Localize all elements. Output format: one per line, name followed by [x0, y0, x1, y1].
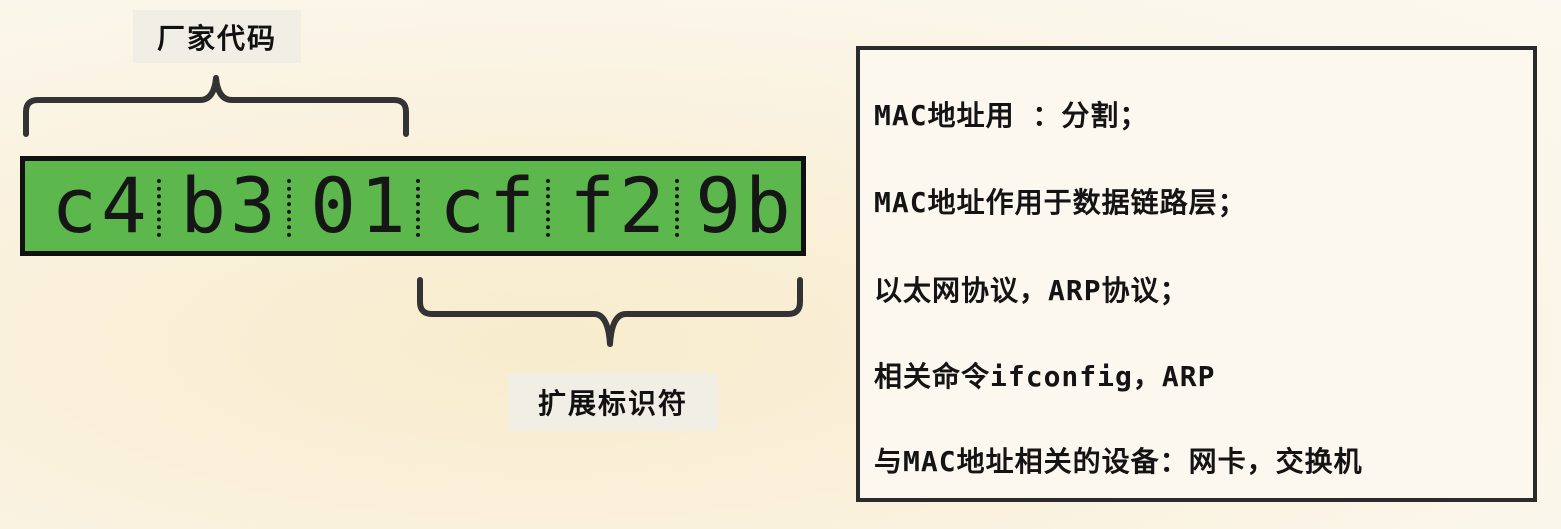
info-line-protocols: 以太网协议，ARP协议；: [874, 274, 1189, 307]
mac-address-bar: c4 b3 01 cf f2 9b: [20, 156, 806, 256]
info-line-layer: MAC地址作用于数据链路层；: [874, 186, 1247, 219]
vendor-code-label: 厂家代码: [133, 10, 301, 63]
mac-octet-1: c4: [51, 161, 151, 250]
mac-octet-6: 9b: [695, 161, 795, 250]
octet-separator: [157, 179, 161, 237]
mac-octet-5: f2: [569, 161, 669, 250]
extension-identifier-label: 扩展标识符: [508, 373, 718, 431]
octet-separator: [287, 179, 291, 237]
octet-separator: [416, 179, 420, 237]
info-line-devices: 与MAC地址相关的设备：网卡，交换机: [874, 445, 1363, 478]
octet-separator: [675, 179, 679, 237]
info-line-commands: 相关命令ifconfig，ARP: [874, 360, 1216, 393]
info-line-separator: MAC地址用 ：分割；: [874, 99, 1149, 132]
info-panel: MAC地址用 ：分割； MAC地址作用于数据链路层； 以太网协议，ARP协议； …: [856, 46, 1537, 502]
mac-octet-2: b3: [180, 161, 280, 250]
octet-separator: [546, 179, 550, 237]
mac-octet-4: cf: [439, 161, 539, 250]
mac-octet-3: 01: [310, 161, 410, 250]
